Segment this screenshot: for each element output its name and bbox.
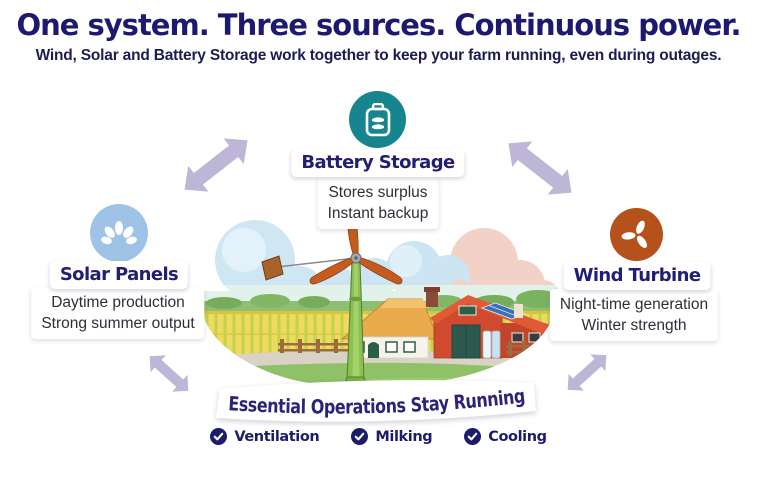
operation-cooling: Cooling (464, 428, 547, 445)
battery-line-2: Instant backup (327, 205, 429, 222)
battery-storage-description: Stores surplus Instant backup (317, 177, 439, 229)
turbine-blades-icon (621, 220, 647, 248)
check-icon (210, 428, 228, 445)
farm-scene (202, 220, 560, 388)
wind-line-1: Night-time generation (559, 296, 709, 313)
operation-label: Ventilation (234, 428, 320, 445)
operations-banner: Essential Operations Stay Running (216, 380, 536, 422)
operation-ventilation: Ventilation (210, 428, 320, 445)
banner-background (216, 380, 536, 422)
farmhouse (340, 287, 440, 359)
page-subtitle: Wind, Solar and Battery Storage work tog… (35, 47, 722, 64)
solar-panels-circle (90, 204, 148, 262)
arrow-solar-battery (173, 126, 258, 204)
arrow-battery-wind (497, 129, 582, 207)
wind-line-2: Winter strength (581, 317, 687, 334)
arrow-wind-operations (559, 346, 614, 399)
solar-line-2: Strong summer output (41, 315, 195, 332)
barn (430, 295, 550, 359)
wind-turbine-illustration (261, 206, 403, 386)
turbine-sail (261, 255, 284, 281)
battery-icon (365, 102, 390, 136)
wind-turbine-description: Night-time generation Winter strength (549, 289, 719, 341)
solar-panels-label: Solar Panels (49, 261, 189, 289)
sunrise-icon (101, 221, 137, 245)
wind-turbine-circle (610, 208, 663, 261)
check-icon (351, 428, 369, 445)
arrow-solar-operations (141, 347, 196, 400)
solar-panels-description: Daytime production Strong summer output (31, 287, 205, 339)
farm-illustration (202, 206, 560, 388)
operations-list: Ventilation Milking Cooling (0, 428, 757, 445)
fence-left (278, 339, 348, 353)
battery-storage-circle (349, 91, 406, 148)
battery-storage-label: Battery Storage (291, 149, 465, 177)
operation-label: Milking (375, 428, 433, 445)
operation-label: Cooling (488, 428, 547, 445)
check-icon (464, 428, 482, 445)
solar-line-1: Daytime production (51, 294, 185, 311)
battery-line-1: Stores surplus (328, 184, 428, 201)
operation-milking: Milking (351, 428, 433, 445)
wind-turbine-label: Wind Turbine (563, 262, 711, 290)
page-title: One system. Three sources. Continuous po… (16, 8, 741, 42)
